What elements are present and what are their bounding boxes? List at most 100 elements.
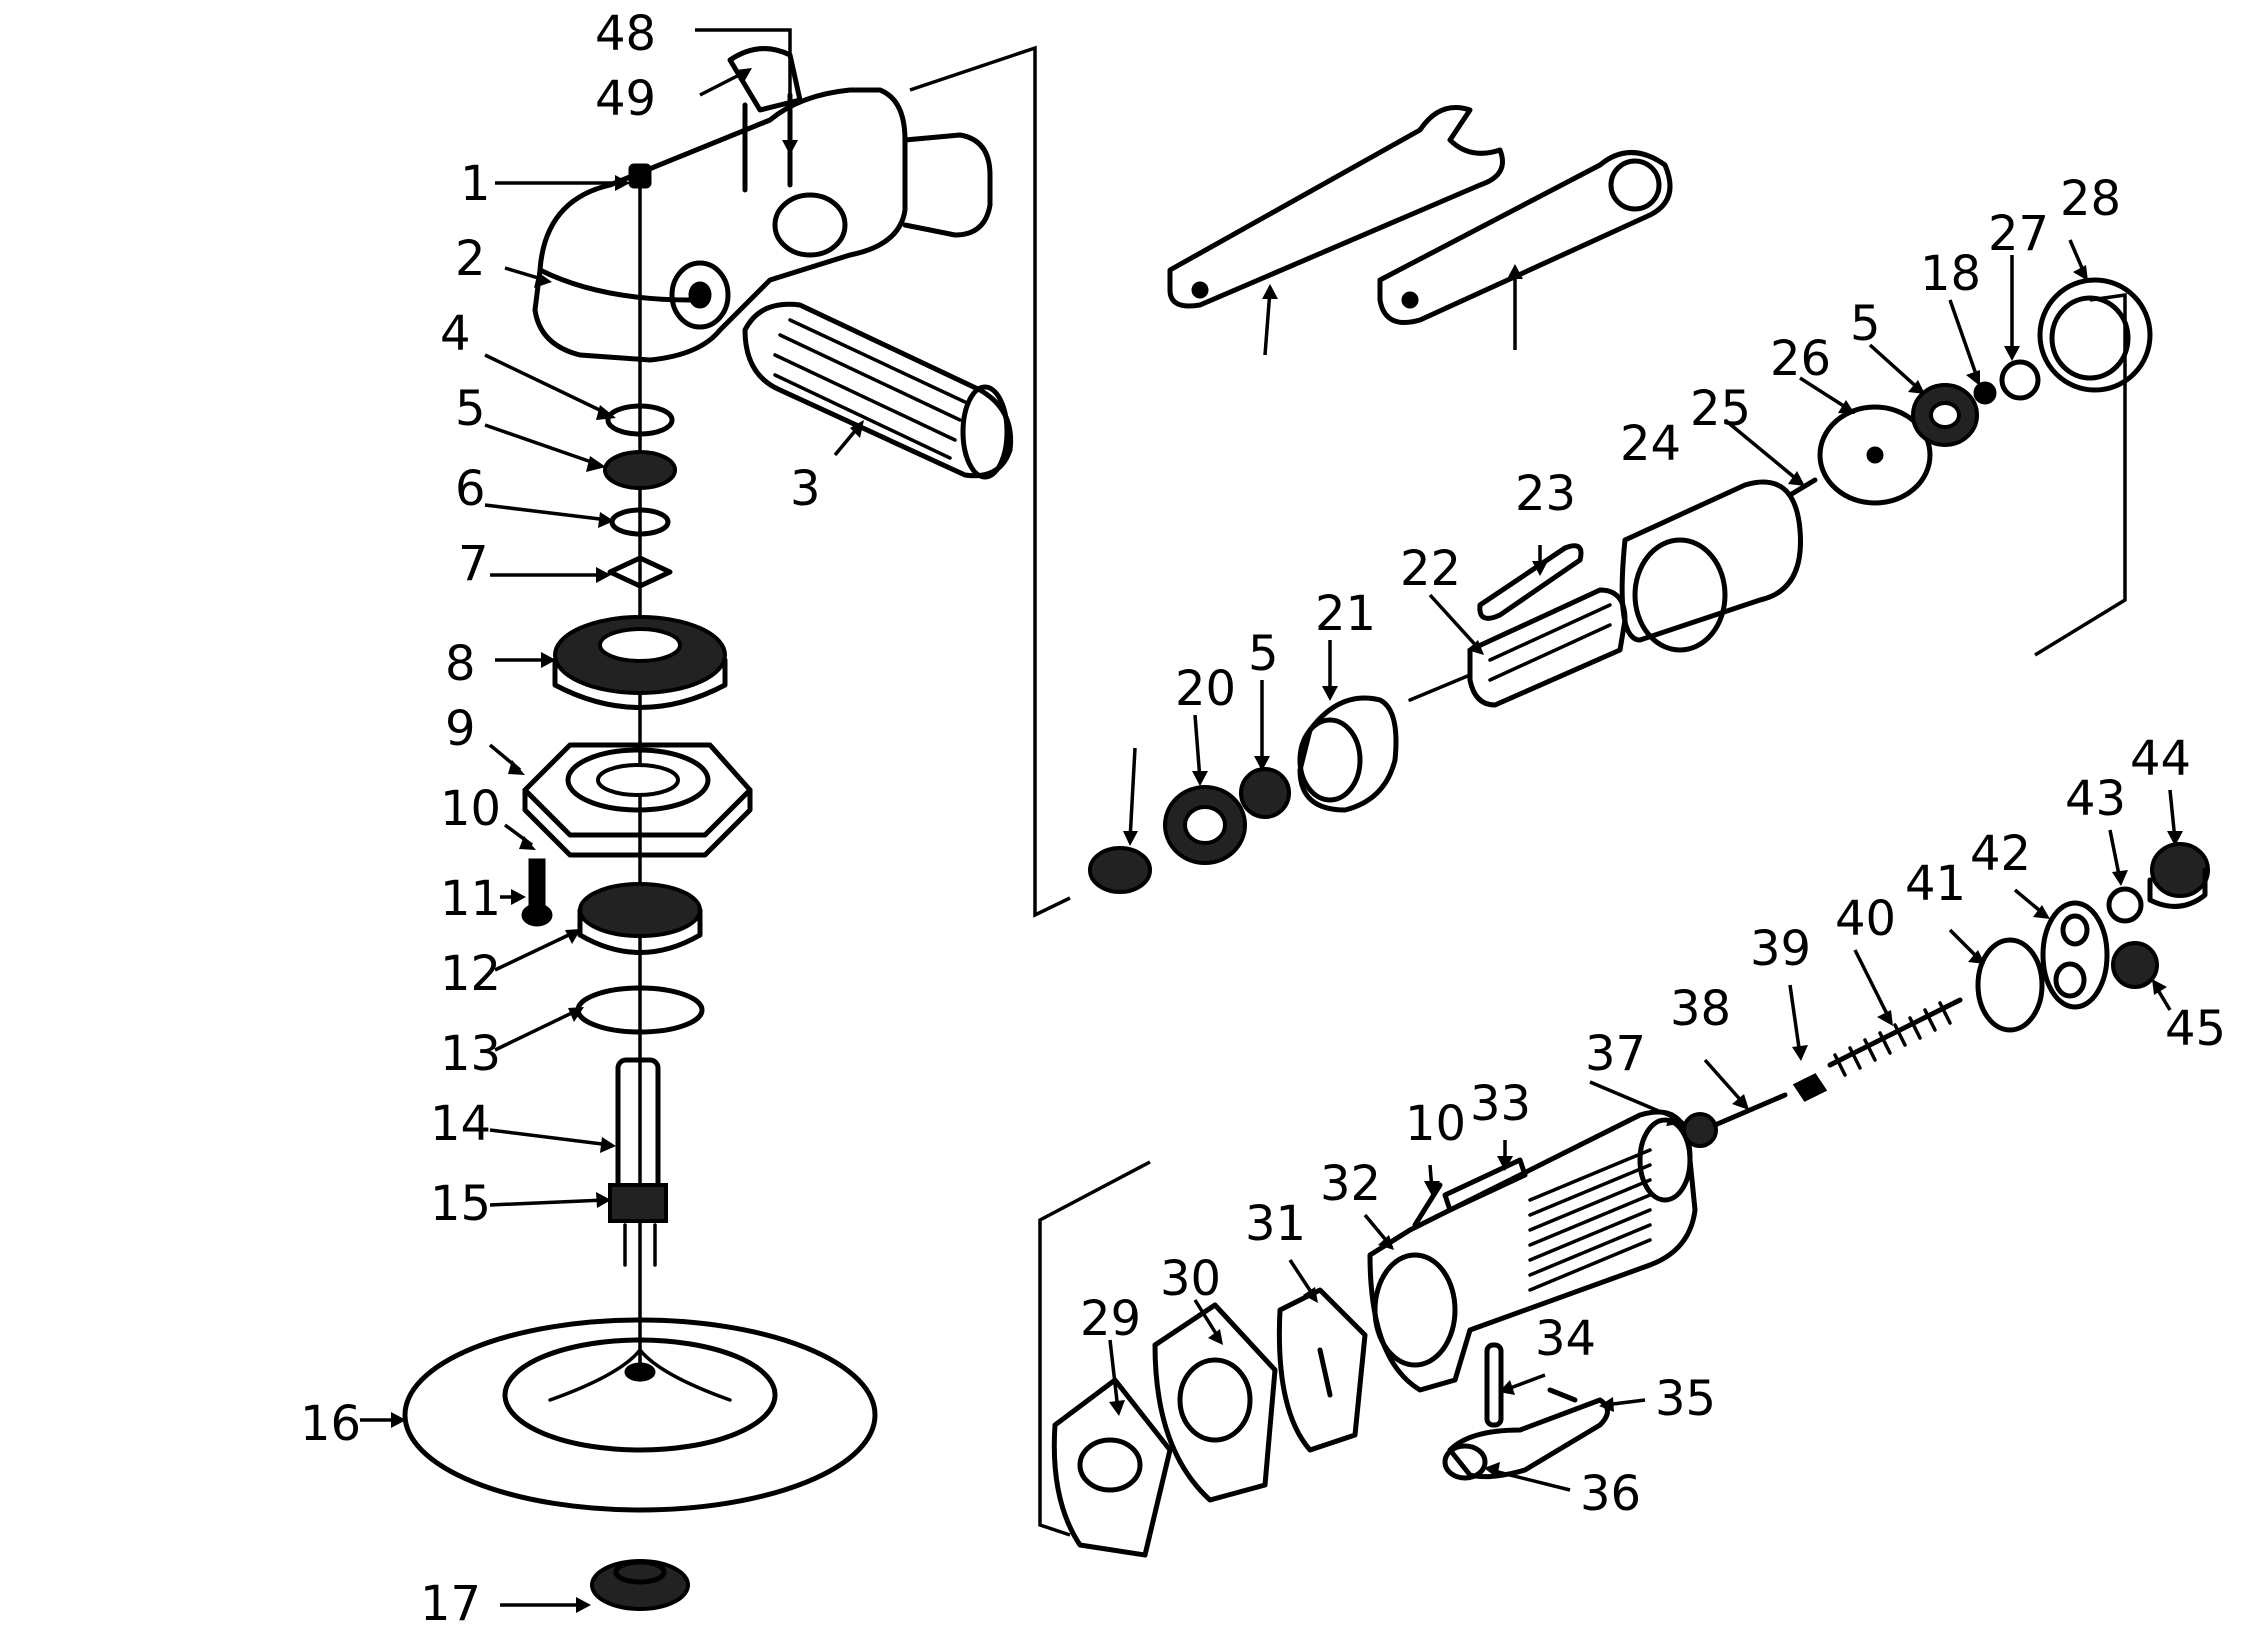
label-part-43: 43 xyxy=(2065,771,2126,827)
part-43-washer xyxy=(2106,886,2144,924)
part-26-rear-end-plate xyxy=(1817,404,1933,506)
part-28-end-cap xyxy=(2037,277,2153,393)
label-part-18: 18 xyxy=(1920,246,1981,302)
part-48-49-lever xyxy=(727,46,803,113)
part-42-plate xyxy=(2040,900,2110,1010)
part-2-gear-housing xyxy=(532,87,993,363)
label-part-16: 16 xyxy=(300,1396,361,1452)
label-part-21: 21 xyxy=(1315,586,1376,642)
label-part-23: 23 xyxy=(1515,466,1576,522)
label-part-5-front: 5 xyxy=(1248,626,1279,682)
part-5-bearing xyxy=(603,450,677,490)
part-9-bearing-plate xyxy=(522,742,753,858)
part-20-bearing xyxy=(1163,785,1247,865)
motor-assembly xyxy=(909,45,2153,918)
label-part-10-lower: 10 xyxy=(1405,1096,1466,1152)
label-part-48: 48 xyxy=(595,6,656,62)
part-45-fitting xyxy=(2111,941,2159,989)
part-5-bearing-front xyxy=(1239,767,1291,819)
part-35-36-throttle-lever xyxy=(1442,1387,1610,1481)
part-24-cylinder xyxy=(1619,479,1803,653)
label-part-26: 26 xyxy=(1770,331,1831,387)
label-part-12: 12 xyxy=(440,946,501,1002)
label-part-31: 31 xyxy=(1245,1196,1306,1252)
part-6-washer xyxy=(609,507,671,537)
label-part-49: 49 xyxy=(595,71,656,127)
part-19-nut xyxy=(1088,846,1152,894)
label-part-10: 10 xyxy=(440,781,501,837)
label-part-2: 2 xyxy=(455,231,486,287)
part-5-bearing-rear xyxy=(1911,383,1979,447)
label-part-14: 14 xyxy=(430,1096,491,1152)
part-11-bolt xyxy=(521,858,553,927)
label-part-22: 22 xyxy=(1400,541,1461,597)
leader-lines xyxy=(360,28,2183,1613)
part-10-screw-lower xyxy=(1412,1182,1443,1228)
label-part-7: 7 xyxy=(458,536,489,592)
label-part-35: 35 xyxy=(1655,1371,1716,1427)
part-3-side-handle xyxy=(742,301,1014,480)
part-16-backing-pad xyxy=(402,1317,878,1513)
label-part-36: 36 xyxy=(1580,1466,1641,1522)
label-part-6: 6 xyxy=(455,461,486,517)
label-part-41: 41 xyxy=(1905,856,1966,912)
label-part-32: 32 xyxy=(1320,1156,1381,1212)
label-part-33: 33 xyxy=(1470,1076,1531,1132)
part-41-gasket xyxy=(1975,937,2045,1033)
part-4-washer xyxy=(605,403,675,437)
left-assembly xyxy=(402,46,1014,1611)
label-part-28: 28 xyxy=(2060,171,2121,227)
label-part-38: 38 xyxy=(1670,981,1731,1037)
part-37-bushing xyxy=(1682,1112,1718,1148)
grip-ribbing xyxy=(1528,1148,1652,1292)
label-part-40: 40 xyxy=(1835,891,1896,947)
label-part-25: 25 xyxy=(1690,381,1751,437)
handle-valve-assembly xyxy=(1038,842,2210,1558)
label-part-13: 13 xyxy=(440,1026,501,1082)
part-39-valve xyxy=(1792,1073,1828,1102)
label-part-3: 3 xyxy=(790,461,821,517)
part-40-spring xyxy=(1827,997,1963,1077)
part-23-rotor-blade xyxy=(1477,543,1584,621)
spanner-wrenches xyxy=(1167,105,1673,325)
part-1-screw xyxy=(628,163,652,189)
part-29-gasket xyxy=(1051,1377,1173,1558)
label-part-45: 45 xyxy=(2165,1001,2226,1057)
part-30-back-plate xyxy=(1152,1302,1278,1503)
part-14-spindle xyxy=(608,1057,668,1267)
label-part-5: 5 xyxy=(455,381,486,437)
label-part-20: 20 xyxy=(1175,661,1236,717)
label-part-11: 11 xyxy=(440,871,501,927)
part-32-motor-housing xyxy=(1367,1109,1698,1393)
part-31-gasket xyxy=(1276,1287,1368,1453)
label-part-17: 17 xyxy=(420,1576,481,1632)
part-8-bevel-gear xyxy=(552,615,728,710)
label-part-15: 15 xyxy=(430,1176,491,1232)
label-part-9: 9 xyxy=(445,701,476,757)
part-27-snap-ring xyxy=(1999,359,2041,401)
part-25-pin xyxy=(1787,477,1818,498)
label-part-42: 42 xyxy=(1970,826,2031,882)
label-part-44: 44 xyxy=(2130,731,2191,787)
part-21-end-plate xyxy=(1297,695,1399,813)
label-part-8: 8 xyxy=(445,636,476,692)
part-44-air-inlet xyxy=(2147,842,2210,909)
part-33-screw xyxy=(1442,1157,1528,1213)
part-38-valve-stem xyxy=(1712,1092,1788,1128)
label-part-30: 30 xyxy=(1160,1251,1221,1307)
label-part-37: 37 xyxy=(1585,1026,1646,1082)
part-labels: 48 49 1 2 3 4 5 6 7 8 9 10 11 12 13 14 1… xyxy=(300,6,2226,1632)
label-part-27: 27 xyxy=(1988,206,2049,262)
part-22-rotor xyxy=(1408,587,1628,708)
part-12-bearing xyxy=(577,882,703,955)
part-34-pin xyxy=(1484,1342,1504,1428)
part-17-pad-nut xyxy=(590,1559,690,1611)
part-18-washer xyxy=(1973,381,1997,405)
part-7-key xyxy=(607,555,673,589)
label-part-24: 24 xyxy=(1620,416,1681,472)
label-part-29: 29 xyxy=(1080,1291,1141,1347)
label-part-4: 4 xyxy=(440,306,471,362)
label-part-1: 1 xyxy=(460,156,491,212)
label-part-5-rear: 5 xyxy=(1850,296,1881,352)
